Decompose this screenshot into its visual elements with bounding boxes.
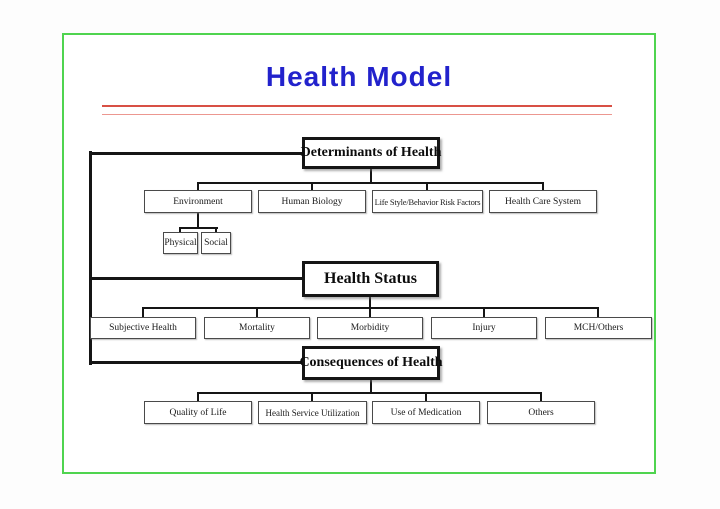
node-environment: Environment — [144, 190, 252, 213]
node-health-care-system: Health Care System — [489, 190, 597, 213]
node-quality-of-life: Quality of Life — [144, 401, 252, 424]
connector-environment-rail — [180, 227, 218, 229]
title-underline-thick — [102, 105, 612, 107]
connector-environment-stem — [197, 213, 199, 228]
node-others: Others — [487, 401, 595, 424]
connector-health-status-stem — [369, 297, 371, 308]
connector-drop-health-care-system — [542, 182, 544, 190]
connector-determinants-stem — [370, 169, 372, 183]
connector-drop-quality-of-life — [197, 392, 199, 401]
connector-health-status-rail — [143, 307, 599, 309]
node-determinants-of-health: Determinants of Health — [301, 137, 441, 169]
node-injury: Injury — [431, 317, 537, 339]
node-social: Social — [201, 232, 231, 254]
connector-consequences-rail — [198, 392, 542, 394]
connector-drop-injury — [483, 307, 485, 317]
node-physical: Physical — [163, 232, 198, 254]
connector-determinants-rail — [198, 182, 544, 184]
connector-drop-lifestyle — [426, 182, 428, 190]
node-lifestyle-behavior-risk-factors: Life Style/Behavior Risk Factors — [372, 190, 483, 213]
connector-main-to-health-status — [89, 277, 302, 280]
connector-drop-morbidity — [369, 307, 371, 317]
slide: Health Model De — [62, 33, 656, 474]
node-mch-others: MCH/Others — [545, 317, 652, 339]
connector-drop-subjective-health — [142, 307, 144, 317]
connector-drop-mortality — [256, 307, 258, 317]
connector-drop-physical — [179, 227, 181, 232]
node-subjective-health: Subjective Health — [90, 317, 196, 339]
node-health-service-utilization: Health Service Utilization — [258, 401, 367, 424]
connector-main-vertical — [89, 151, 92, 365]
connector-consequences-stem — [370, 380, 372, 393]
title-underline-thin — [102, 114, 612, 115]
connector-drop-environment — [197, 182, 199, 190]
connector-main-to-determinants — [89, 152, 302, 155]
node-health-status: Health Status — [302, 261, 439, 297]
connector-drop-human-biology — [311, 182, 313, 190]
node-use-of-medication: Use of Medication — [372, 401, 480, 424]
node-consequences-of-health: Consequences of Health — [299, 346, 443, 380]
connector-drop-health-service-utilization — [311, 392, 313, 401]
slide-title: Health Model — [265, 61, 453, 92]
connector-drop-mch-others — [597, 307, 599, 317]
connector-drop-social — [215, 227, 217, 232]
node-morbidity: Morbidity — [317, 317, 423, 339]
connector-drop-others — [540, 392, 542, 401]
node-mortality: Mortality — [204, 317, 310, 339]
node-human-biology: Human Biology — [258, 190, 366, 213]
connector-main-to-consequences — [89, 361, 302, 364]
connector-drop-use-of-medication — [425, 392, 427, 401]
